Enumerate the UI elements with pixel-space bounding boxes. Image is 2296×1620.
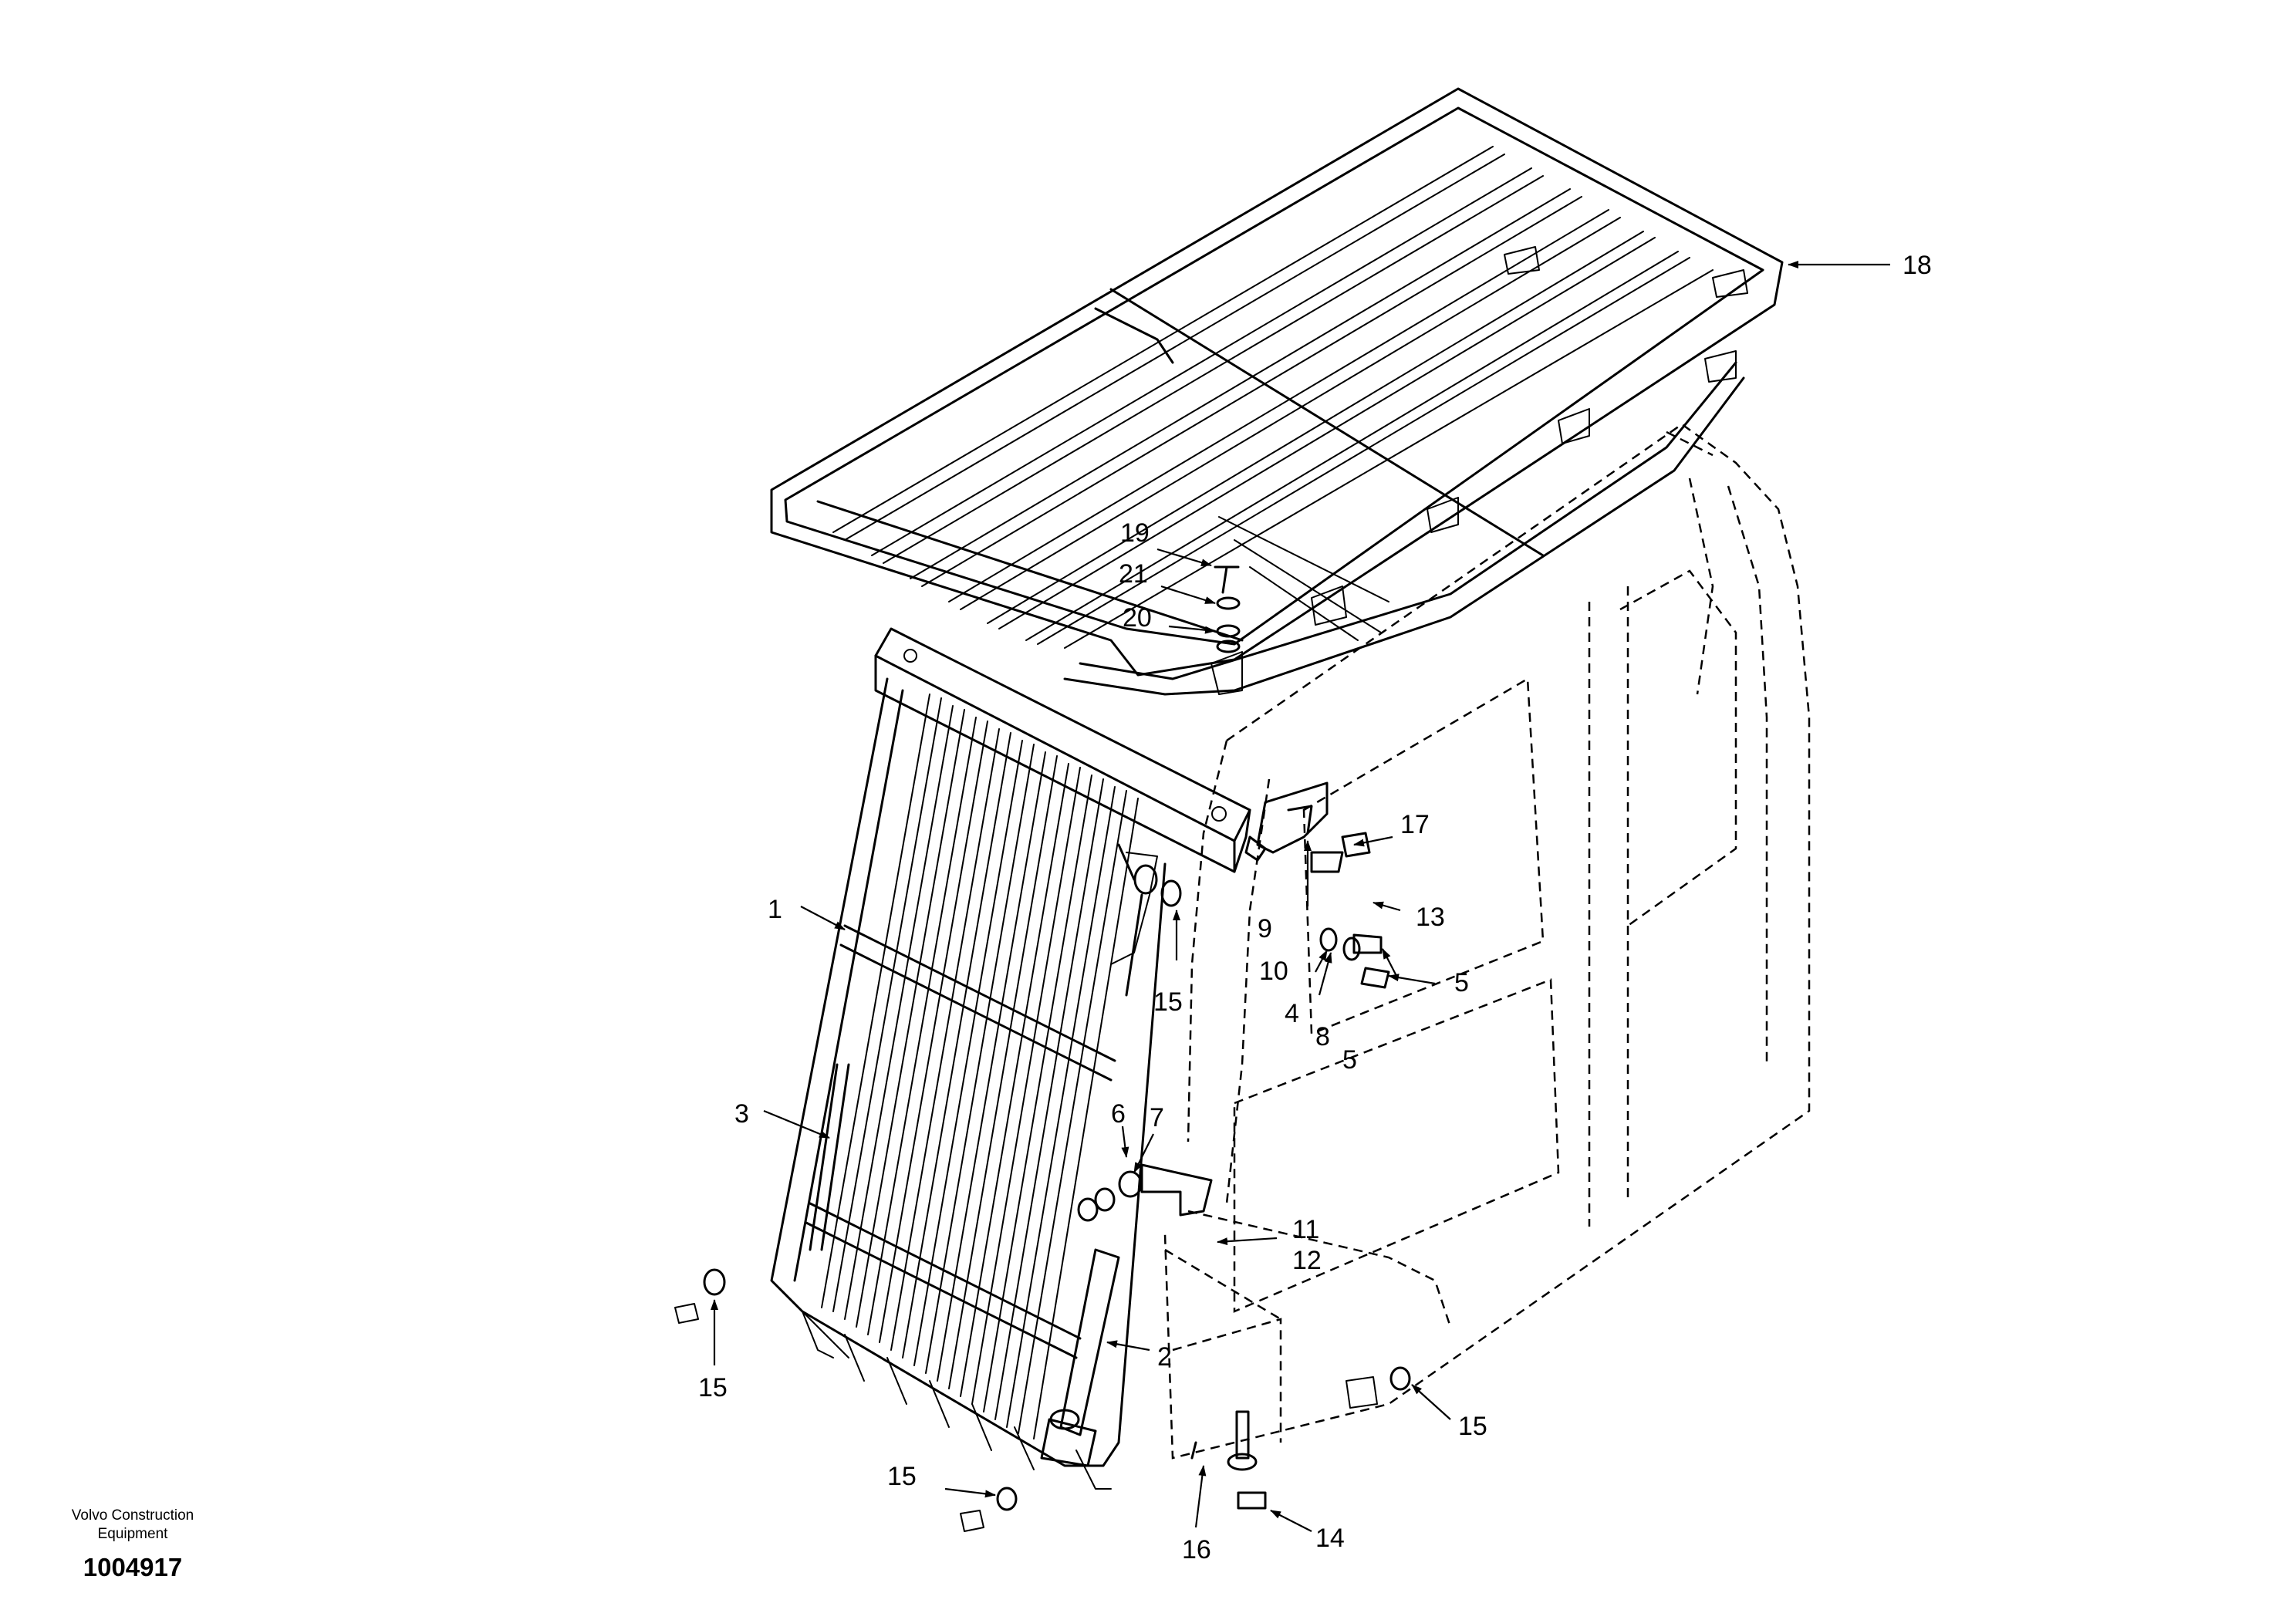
brand-name-line2: Equipment [98,1526,169,1542]
cab-outline [1163,423,1811,1460]
leader-lines [711,261,1890,1532]
brand-name-line1: Volvo Construction [72,1507,194,1524]
callout-12: 12 [1292,1246,1322,1275]
callout-1: 1 [768,895,782,924]
callout-15b: 15 [698,1373,728,1402]
callout-14: 14 [1315,1524,1345,1553]
callout-10: 10 [1259,957,1288,986]
callout-19: 19 [1120,518,1150,548]
front-grid-guard [770,627,1251,1490]
callout-18: 18 [1903,251,1932,280]
callouts: 1 2 3 4 5 5 6 7 8 9 10 11 12 13 14 15 15… [698,251,1932,1564]
callout-2: 2 [1157,1342,1172,1372]
callout-15a: 15 [1153,987,1183,1017]
callout-3: 3 [734,1099,749,1129]
callout-6: 6 [1111,1099,1126,1129]
callout-7: 7 [1150,1103,1164,1132]
callout-13: 13 [1416,903,1445,932]
callout-17: 17 [1400,810,1430,839]
callout-16: 16 [1182,1535,1211,1564]
callout-8: 8 [1315,1022,1330,1051]
roof-guard [770,87,1784,696]
callout-15c: 15 [1458,1412,1487,1441]
callout-5b: 5 [1342,1045,1357,1075]
callout-21: 21 [1119,559,1148,589]
callout-15d: 15 [887,1462,917,1491]
callout-11: 11 [1292,1215,1319,1244]
document-number: 1004917 [83,1553,182,1581]
callout-20: 20 [1123,603,1152,633]
callout-5a: 5 [1454,968,1469,997]
callout-9: 9 [1258,914,1272,943]
callout-4: 4 [1285,999,1299,1028]
hardware [674,565,1411,1532]
brand-block: Volvo Construction Equipment 1004917 [72,1507,194,1581]
